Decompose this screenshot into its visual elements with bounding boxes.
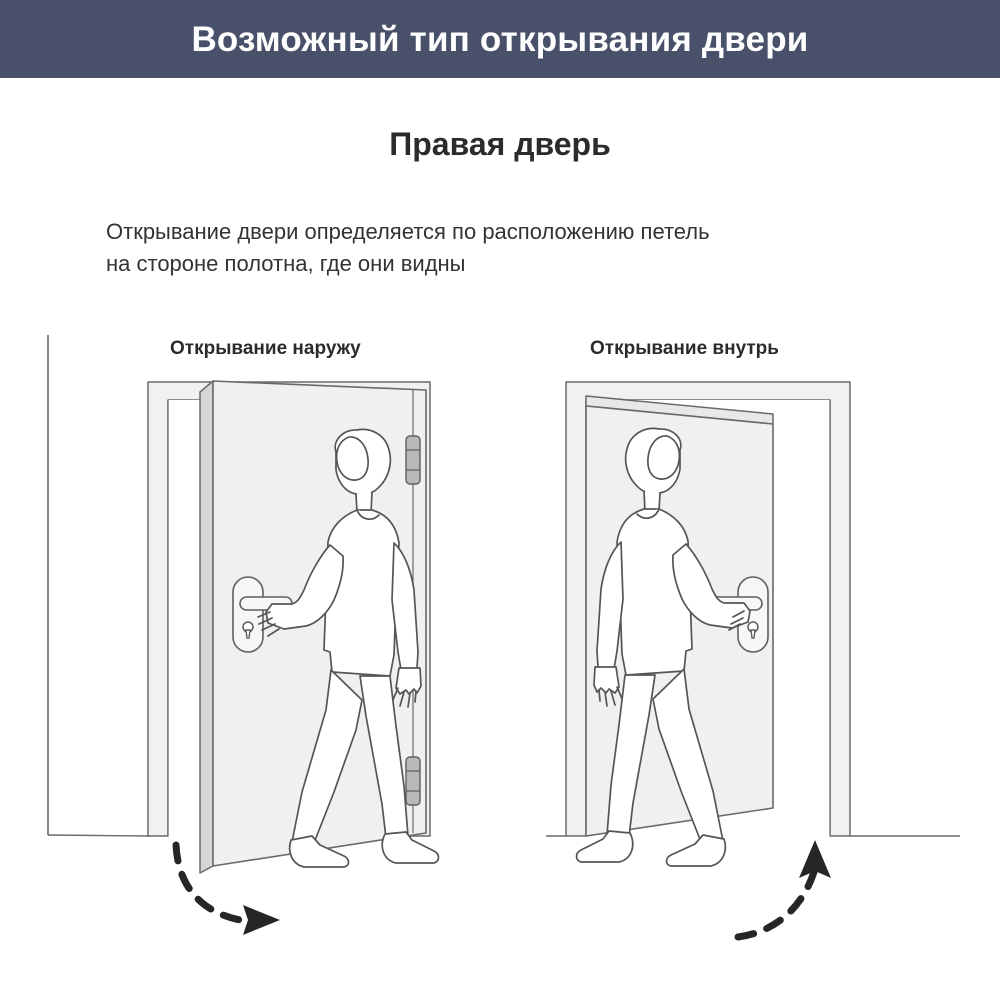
arrow-up-icon [799, 840, 831, 878]
hair-bun [335, 436, 369, 481]
diagram-outward [47, 335, 440, 935]
diagram-label-outward: Открывание наружу [170, 338, 361, 359]
arrow-outward [172, 841, 280, 935]
person-inward [575, 427, 751, 867]
hinge-lower-outward [405, 756, 421, 806]
arrow-right-icon [243, 905, 280, 935]
hinge-icon [405, 435, 421, 485]
body-text-line-2: на стороне полотна, где они видны [106, 250, 466, 276]
arm-front-reaching [672, 543, 751, 629]
hand-fingers-front [728, 610, 745, 631]
diagram-label-inward: Открывание внутрь [590, 338, 779, 359]
keyhole-slot [245, 629, 251, 639]
arm-back [391, 542, 419, 671]
diagram-inward [546, 381, 960, 941]
page-title: Возможный тип открывания двери [191, 19, 809, 59]
shoe-front [381, 831, 440, 864]
hand-back-fingers [391, 687, 417, 708]
arrow-dashed-path [172, 841, 244, 924]
hinge-lines [406, 449, 420, 471]
hair-bun [647, 435, 681, 480]
subtitle: Правая дверь [389, 126, 611, 162]
shoe-front [575, 830, 634, 863]
header-bar: Возможный тип открывания двери [0, 0, 1000, 78]
hand-fingers-front [257, 611, 280, 637]
handle-escutcheon [232, 576, 264, 653]
floor-line-left [47, 834, 151, 837]
hinge-icon [405, 756, 421, 806]
hinge-lines [406, 770, 420, 792]
person-outward [257, 428, 440, 868]
door-handle-outward [232, 576, 293, 653]
body-text: Открывание двери определяется по располо… [106, 216, 906, 280]
hand-back-fingers [598, 686, 624, 707]
collar [636, 508, 660, 519]
shoe-back [288, 835, 350, 868]
shoe-back [665, 834, 727, 867]
body-text-line-1: Открывание двери определяется по располо… [106, 219, 710, 244]
hand-back [593, 666, 620, 694]
arm-back [596, 541, 624, 670]
hand-back [395, 667, 422, 695]
collar [356, 509, 380, 520]
door-edge-thickness-outward [199, 380, 214, 874]
arrow-inward [734, 840, 831, 941]
keyhole-slot [750, 629, 756, 639]
arrow-dashed-path [734, 868, 818, 941]
arm-front-reaching [265, 544, 344, 630]
hinge-upper-outward [405, 435, 421, 485]
